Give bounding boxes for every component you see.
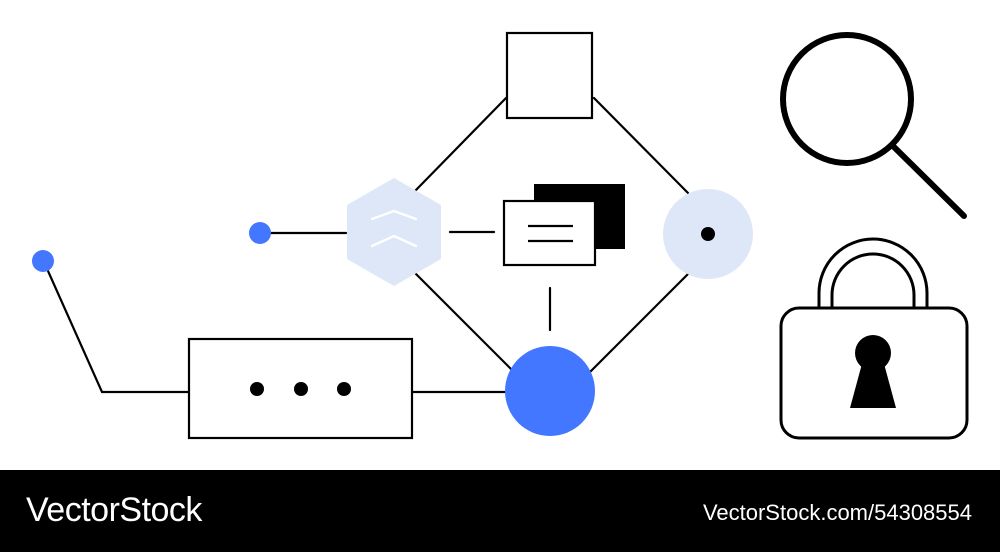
- hub-circle-node: [505, 346, 595, 436]
- top-square-node: [505, 31, 594, 120]
- watermark-footer: VectorStock VectorStock.com/54308554: [0, 470, 1000, 552]
- connector-left-dot-to-menu-box: [42, 260, 190, 394]
- connector-square-to-hexagon: [414, 96, 508, 192]
- endpoint-dot-middle: [249, 222, 271, 244]
- chevron-up-hexagon-icon: [347, 178, 441, 286]
- dot-circle-node: [663, 189, 753, 279]
- image-id-text: VectorStock.com/54308554: [702, 500, 972, 525]
- diagram-connectors: [42, 96, 690, 394]
- network-security-illustration: [32, 31, 969, 440]
- connector-square-to-dot-circle: [592, 96, 690, 195]
- connector-dot-circle-to-blue-circle: [588, 272, 690, 374]
- padlock-icon: [779, 237, 969, 440]
- stacked-documents-icon: [502, 184, 625, 267]
- magnifying-glass-icon: [780, 32, 967, 219]
- brand-logo-text: VectorStock: [26, 491, 202, 529]
- connector-hexagon-to-blue-circle: [414, 272, 514, 372]
- endpoint-dot-left: [32, 250, 54, 272]
- ellipsis-icon: [187, 337, 414, 440]
